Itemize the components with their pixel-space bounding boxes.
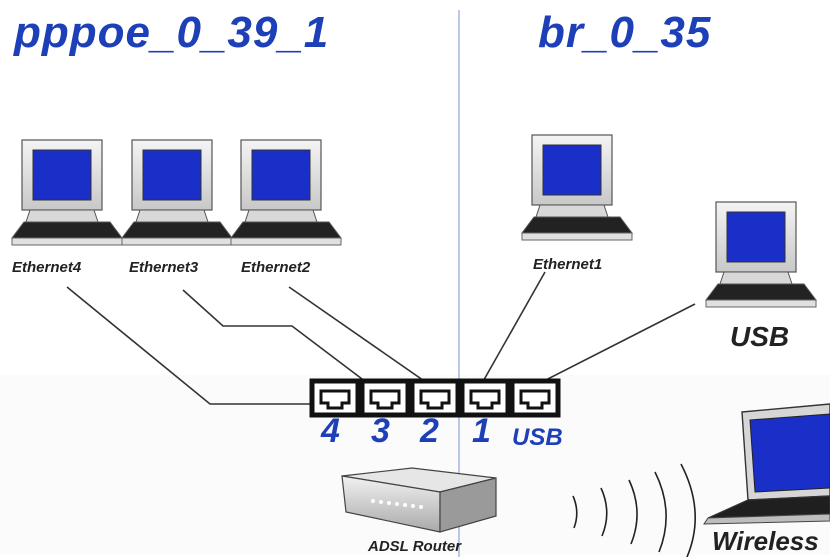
cables xyxy=(66,271,696,405)
computer-ethernet2-icon xyxy=(230,139,342,246)
cable-ethernet3 xyxy=(182,289,371,386)
computer-ethernet1-icon xyxy=(521,134,633,241)
wireless-signal-icon xyxy=(572,463,696,557)
label-ethernet4: Ethernet4 xyxy=(12,259,82,276)
port-usb-label: USB xyxy=(512,424,563,451)
port-4-label: 4 xyxy=(321,412,340,450)
label-wireless: Wireless xyxy=(712,526,819,556)
port-1-label: 1 xyxy=(472,412,491,450)
computer-usb-icon xyxy=(705,201,817,308)
label-ethernet2: Ethernet2 xyxy=(241,259,311,276)
label-ethernet3: Ethernet3 xyxy=(129,259,199,276)
right-group-title: br_0_35 xyxy=(538,8,712,57)
port-usb-icon xyxy=(512,381,558,415)
cable-ethernet4 xyxy=(66,286,310,405)
port-strip xyxy=(312,381,558,415)
cable-ethernet1 xyxy=(480,271,546,386)
cable-ethernet2 xyxy=(288,286,431,386)
label-usb: USB xyxy=(730,321,790,352)
laptop-wireless-icon xyxy=(703,403,830,525)
port-2-label: 2 xyxy=(420,412,439,450)
port-2-icon xyxy=(412,381,458,415)
port-3-icon xyxy=(362,381,408,415)
label-ethernet1: Ethernet1 xyxy=(533,256,603,273)
computer-ethernet3-icon xyxy=(121,139,233,246)
port-4-icon xyxy=(312,381,358,415)
computer-ethernet4-icon xyxy=(11,139,123,246)
port-3-label: 3 xyxy=(371,412,390,450)
port-1-icon xyxy=(462,381,508,415)
cable-usb xyxy=(535,303,696,386)
adsl-router-icon xyxy=(341,467,497,533)
left-group-title: pppoe_0_39_1 xyxy=(14,8,330,57)
label-adsl-router: ADSL Router xyxy=(368,538,462,555)
